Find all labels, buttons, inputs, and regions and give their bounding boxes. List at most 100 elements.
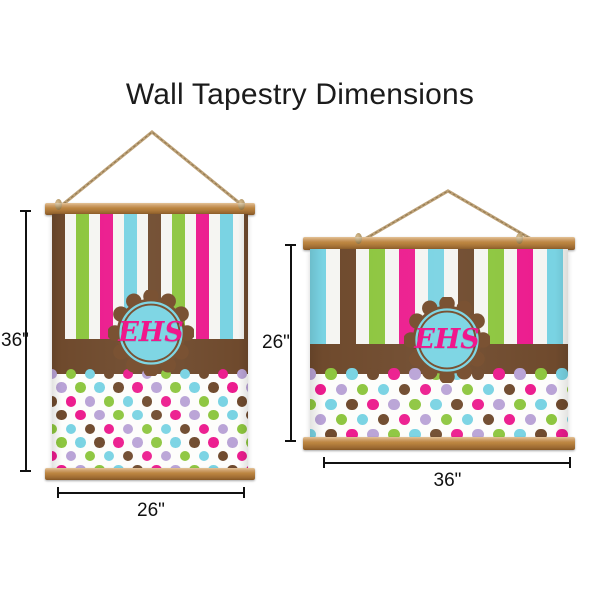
left-horizontal-dim-tick-start <box>57 487 59 498</box>
polka-dot-pink <box>493 368 505 380</box>
right-vertical-dim-line <box>290 244 292 442</box>
polka-dot-lavender <box>170 464 181 470</box>
stripe-white <box>161 214 173 350</box>
polka-dot-brown <box>217 450 229 462</box>
polka-dot-panel-left <box>52 368 248 470</box>
polka-dot-green <box>246 437 248 448</box>
stripe-white <box>562 249 568 359</box>
left-vertical-dim-line <box>25 210 27 472</box>
polka-dot-brown <box>451 398 463 410</box>
polka-dot-lavender <box>84 396 96 407</box>
polka-dot-green <box>388 428 400 439</box>
polka-dot-lavender <box>160 450 172 462</box>
polka-dot-pink <box>170 409 181 421</box>
stripe-brown <box>244 214 248 350</box>
polka-dot-green <box>179 450 191 462</box>
polka-dot-green <box>141 423 153 434</box>
polka-dot-pink <box>503 413 516 425</box>
polka-dot-pink <box>75 409 86 421</box>
polka-dot-green <box>94 464 105 470</box>
polka-dot-pink <box>132 382 143 393</box>
polka-dot-blue <box>310 428 316 439</box>
polka-dot-lavender <box>189 409 200 421</box>
polka-dot-pink <box>160 396 172 407</box>
polka-dot-pink <box>65 396 77 407</box>
right-horizontal-dim-line <box>323 462 571 464</box>
polka-dot-pink <box>236 450 248 462</box>
polka-dot-lavender <box>419 413 432 425</box>
polka-dot-blue <box>94 382 105 393</box>
polka-dot-pink <box>122 368 134 380</box>
polka-dot-brown <box>472 368 484 380</box>
stripe-white <box>233 214 245 350</box>
polka-dot-green <box>189 464 200 470</box>
polka-dot-panel-right <box>310 368 568 439</box>
polka-dot-green <box>545 413 558 425</box>
polka-dot-pink <box>451 428 463 439</box>
polka-dot-pink <box>208 437 219 448</box>
polka-dot-blue <box>217 396 229 407</box>
polka-dot-lavender <box>335 383 348 395</box>
polka-dot-lavender <box>236 368 248 380</box>
cord-knot-right-b <box>516 233 523 244</box>
bottom-dowel-left <box>45 468 255 480</box>
polka-dot-green <box>198 396 210 407</box>
polka-dot-green <box>170 382 181 393</box>
polka-dot-pink <box>472 398 484 410</box>
polka-dot-blue <box>514 428 526 439</box>
stripe-white <box>113 214 125 350</box>
polka-dot-pink <box>151 464 162 470</box>
left-vertical-dim-label: 36" <box>1 330 29 351</box>
polka-dot-pink <box>398 413 411 425</box>
stripe-white <box>137 214 149 350</box>
scallop-shape-right <box>403 295 491 385</box>
polka-dot-brown <box>132 464 143 470</box>
cord-knot-right-a <box>355 233 362 244</box>
polka-dot-blue <box>566 413 568 425</box>
polka-dot-lavender <box>388 398 400 410</box>
polka-dot-pink <box>103 423 115 434</box>
monogram-text-left: EHS <box>118 317 184 348</box>
polka-dot-blue <box>461 413 474 425</box>
monogram-medallion-left: EHS <box>107 288 195 378</box>
polka-dot-lavender <box>151 382 162 393</box>
scallop-shape-left <box>107 288 195 378</box>
right-vertical-dim-tick-top <box>285 244 296 246</box>
stripe-white <box>503 249 518 359</box>
polka-dot-brown <box>122 450 134 462</box>
polka-dot-brown <box>430 428 442 439</box>
polka-dot-brown <box>346 398 358 410</box>
left-horizontal-dim-tick-end <box>243 487 245 498</box>
polka-dot-blue <box>356 413 369 425</box>
polka-dot-green <box>409 398 421 410</box>
polka-dot-blue <box>103 450 115 462</box>
polka-dot-blue <box>556 368 568 380</box>
cord-knot-left-b <box>238 199 245 210</box>
polka-dot-lavender <box>524 413 537 425</box>
polka-dot-green <box>236 423 248 434</box>
polka-dot-brown <box>103 368 115 380</box>
right-vertical-dim-tick-bottom <box>285 440 296 442</box>
polka-dot-brown <box>151 409 162 421</box>
polka-dot-brown <box>377 413 390 425</box>
polka-dot-blue <box>430 398 442 410</box>
polka-dot-brown <box>367 368 379 380</box>
polka-dot-lavender <box>367 428 379 439</box>
polka-dot-pink <box>367 398 379 410</box>
top-dowel-right <box>303 233 575 250</box>
polka-dot-blue <box>198 450 210 462</box>
polka-dot-blue <box>132 409 143 421</box>
stripe-pink <box>196 214 210 350</box>
polka-dot-green <box>208 409 219 421</box>
polka-dot-lavender <box>472 428 484 439</box>
stripe-green <box>487 249 505 359</box>
bottom-dowel-right <box>303 437 575 450</box>
stripe-panel-left <box>52 214 248 350</box>
stripe-white <box>355 249 370 359</box>
polka-dot-lavender <box>310 368 316 380</box>
polka-dot-lavender <box>56 382 67 393</box>
polka-dot-brown <box>84 423 96 434</box>
polka-dot-pink <box>56 464 67 470</box>
polka-dot-brown <box>56 409 67 421</box>
